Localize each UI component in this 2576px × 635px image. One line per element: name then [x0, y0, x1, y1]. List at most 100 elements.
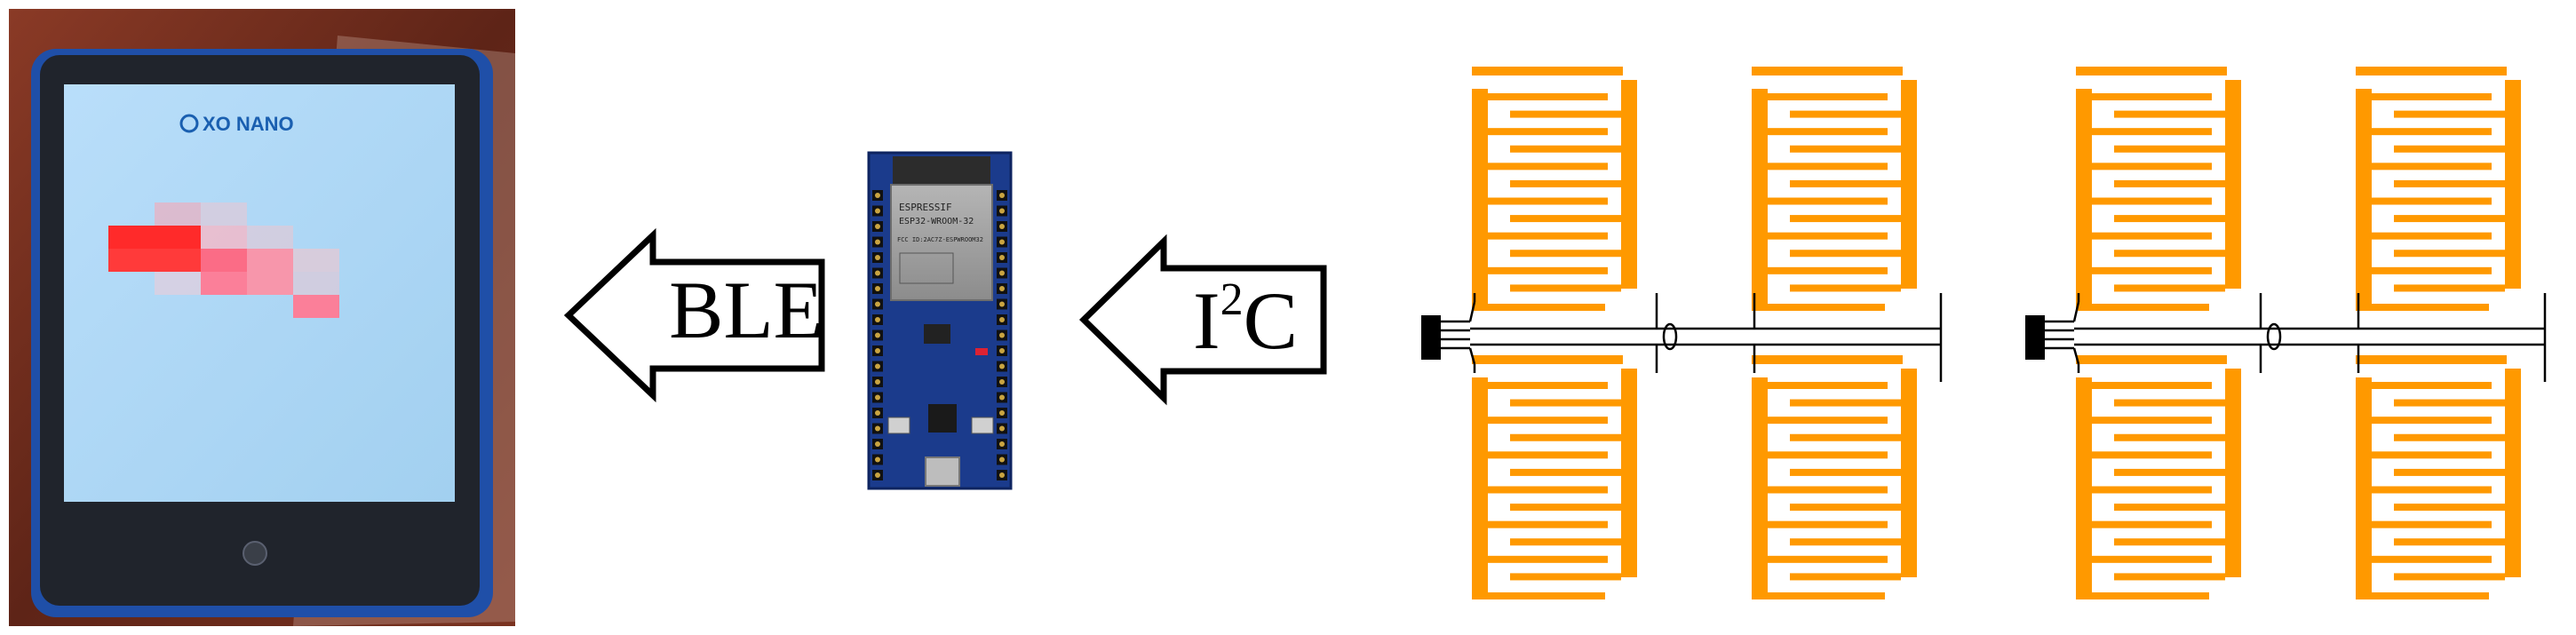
- comb-spine-right: [1621, 369, 1637, 577]
- finger-right: [1790, 179, 1901, 187]
- header-pin-pad: [875, 363, 880, 369]
- i2c-label-sup: 2: [1220, 274, 1244, 325]
- finger-right: [1510, 284, 1621, 292]
- finger-left: [2092, 93, 2212, 100]
- finger-left: [1488, 163, 1608, 171]
- comb-bottom-bar: [1752, 592, 1885, 599]
- comb-spine-right: [2505, 369, 2521, 577]
- finger-left: [2372, 555, 2492, 563]
- header-pin-pad: [999, 255, 1005, 260]
- finger-right: [1510, 110, 1621, 118]
- finger-right: [1510, 179, 1621, 187]
- finger-left: [2092, 451, 2212, 459]
- finger-right: [1790, 573, 1901, 581]
- finger-right: [1510, 433, 1621, 441]
- sensor-pad: [2356, 355, 2521, 599]
- finger-right: [2114, 433, 2225, 441]
- finger-left: [1488, 93, 1608, 100]
- comb-top-bar: [2356, 67, 2507, 75]
- header-pin-pad: [999, 286, 1005, 291]
- pin-headers: [872, 190, 1007, 480]
- button-boot[interactable]: [971, 417, 994, 434]
- finger-left: [2372, 266, 2492, 274]
- finger-left: [1768, 232, 1888, 240]
- header-pin-pad: [875, 208, 880, 214]
- comb-bottom-bar: [1472, 304, 1605, 311]
- finger-left: [1488, 382, 1608, 389]
- finger-left: [2372, 163, 2492, 171]
- header-pin-pad: [875, 239, 880, 245]
- comb-bottom-bar: [1752, 304, 1885, 311]
- finger-right: [2114, 215, 2225, 223]
- sensor-pad: [2356, 67, 2521, 311]
- ble-arrow: BLE: [563, 227, 825, 403]
- module-line-1: ESPRESSIF: [899, 202, 952, 213]
- finger-right: [2114, 538, 2225, 546]
- logo-icon: [179, 114, 199, 133]
- finger-left: [2092, 520, 2212, 528]
- comb-spine-right: [2225, 369, 2241, 577]
- comb-spine-left: [1472, 89, 1488, 311]
- home-button[interactable]: [242, 541, 267, 566]
- finger-right: [1790, 284, 1901, 292]
- finger-left: [1768, 266, 1888, 274]
- finger-right: [1790, 468, 1901, 476]
- finger-left: [1488, 128, 1608, 136]
- heatmap-cell: [201, 249, 247, 272]
- finger-left: [2372, 486, 2492, 494]
- finger-right: [1510, 573, 1621, 581]
- finger-right: [1510, 145, 1621, 153]
- finger-right: [1510, 468, 1621, 476]
- header-pin-pad: [875, 301, 880, 307]
- finger-right: [2114, 504, 2225, 512]
- finger-left: [1768, 382, 1888, 389]
- lead-wire: [1468, 347, 1476, 365]
- app-logo: XO NANO: [179, 113, 294, 135]
- finger-right: [2394, 573, 2505, 581]
- header-pin-pad: [875, 425, 880, 432]
- esp32-board: ESPRESSIF ESP32-WROOM-32 FCC ID:2AC7Z-ES…: [867, 151, 1013, 490]
- finger-left: [2092, 266, 2212, 274]
- comb-bottom-bar: [2076, 304, 2209, 311]
- finger-right: [1790, 504, 1901, 512]
- finger-right: [2394, 215, 2505, 223]
- usb-connector: [925, 456, 960, 487]
- heatmap-cell: [293, 249, 339, 272]
- finger-left: [2372, 128, 2492, 136]
- heatmap-cell: [247, 226, 293, 249]
- connector: [1421, 315, 1441, 360]
- finger-right: [2394, 504, 2505, 512]
- comb-spine-left: [2356, 89, 2372, 311]
- heatmap-cell: [155, 226, 201, 249]
- sensor-pad: [1752, 355, 1917, 599]
- finger-right: [2394, 433, 2505, 441]
- finger-right: [2114, 110, 2225, 118]
- ble-label: BLE: [669, 265, 823, 355]
- comb-spine-left: [1472, 377, 1488, 599]
- finger-left: [2092, 128, 2212, 136]
- finger-right: [2394, 145, 2505, 153]
- finger-right: [1790, 110, 1901, 118]
- header-pin-pad: [875, 456, 880, 463]
- heatmap-cell: [293, 295, 339, 318]
- header-pin-pad: [999, 394, 1005, 401]
- lead-wire: [1468, 301, 1476, 322]
- regulator: [924, 324, 950, 344]
- comb-spine-right: [2225, 80, 2241, 289]
- comb-spine-left: [2356, 377, 2372, 599]
- comb-bottom-bar: [2356, 592, 2489, 599]
- finger-left: [2092, 382, 2212, 389]
- i2c-label-tail: C: [1244, 275, 1298, 366]
- tablet-photo: XO NANO: [9, 9, 515, 626]
- finger-left: [1488, 555, 1608, 563]
- sensor-pad: [2076, 67, 2241, 311]
- finger-right: [1510, 538, 1621, 546]
- finger-right: [2114, 250, 2225, 258]
- finger-left: [1768, 93, 1888, 100]
- header-pin-pad: [875, 379, 880, 385]
- button-en[interactable]: [887, 417, 910, 434]
- finger-left: [1768, 163, 1888, 171]
- header-pin-pad: [875, 394, 880, 401]
- finger-left: [2092, 486, 2212, 494]
- finger-left: [1488, 451, 1608, 459]
